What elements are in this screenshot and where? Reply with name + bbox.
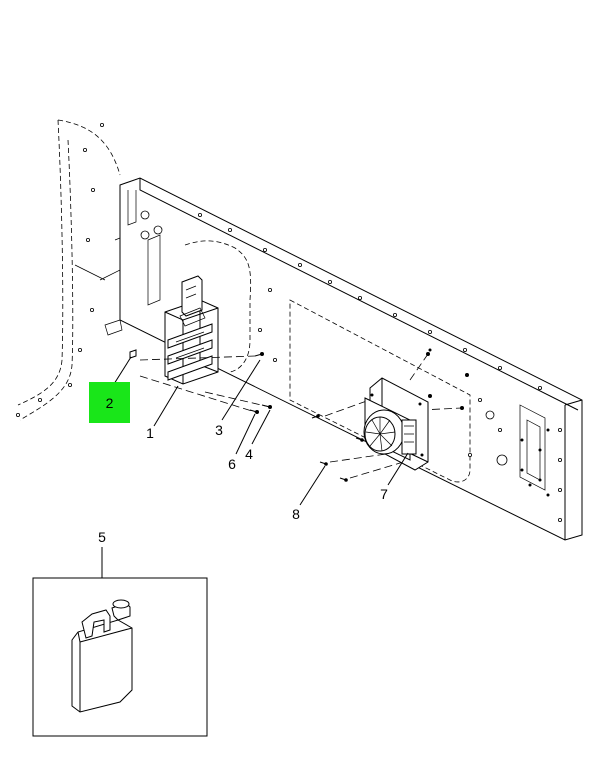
callout-8[interactable]: 8 bbox=[292, 506, 300, 522]
callout-4[interactable]: 4 bbox=[245, 446, 253, 462]
mounting-bracket bbox=[164, 275, 219, 385]
callout-2[interactable]: 2 bbox=[106, 395, 114, 411]
callout-2-highlight[interactable] bbox=[89, 382, 130, 423]
fluid-container-icon bbox=[71, 599, 133, 713]
callout-5[interactable]: 5 bbox=[98, 529, 106, 545]
fan-motor-assembly bbox=[363, 377, 429, 471]
callout-3[interactable]: 3 bbox=[215, 422, 223, 438]
callout-6[interactable]: 6 bbox=[228, 456, 236, 472]
callout-1[interactable]: 1 bbox=[146, 425, 154, 441]
cab-rear-panel bbox=[119, 177, 583, 541]
callouts: 2 1 3 6 4 8 7 5 bbox=[89, 382, 388, 545]
callout-7[interactable]: 7 bbox=[380, 486, 388, 502]
leader-lines bbox=[101, 356, 409, 578]
